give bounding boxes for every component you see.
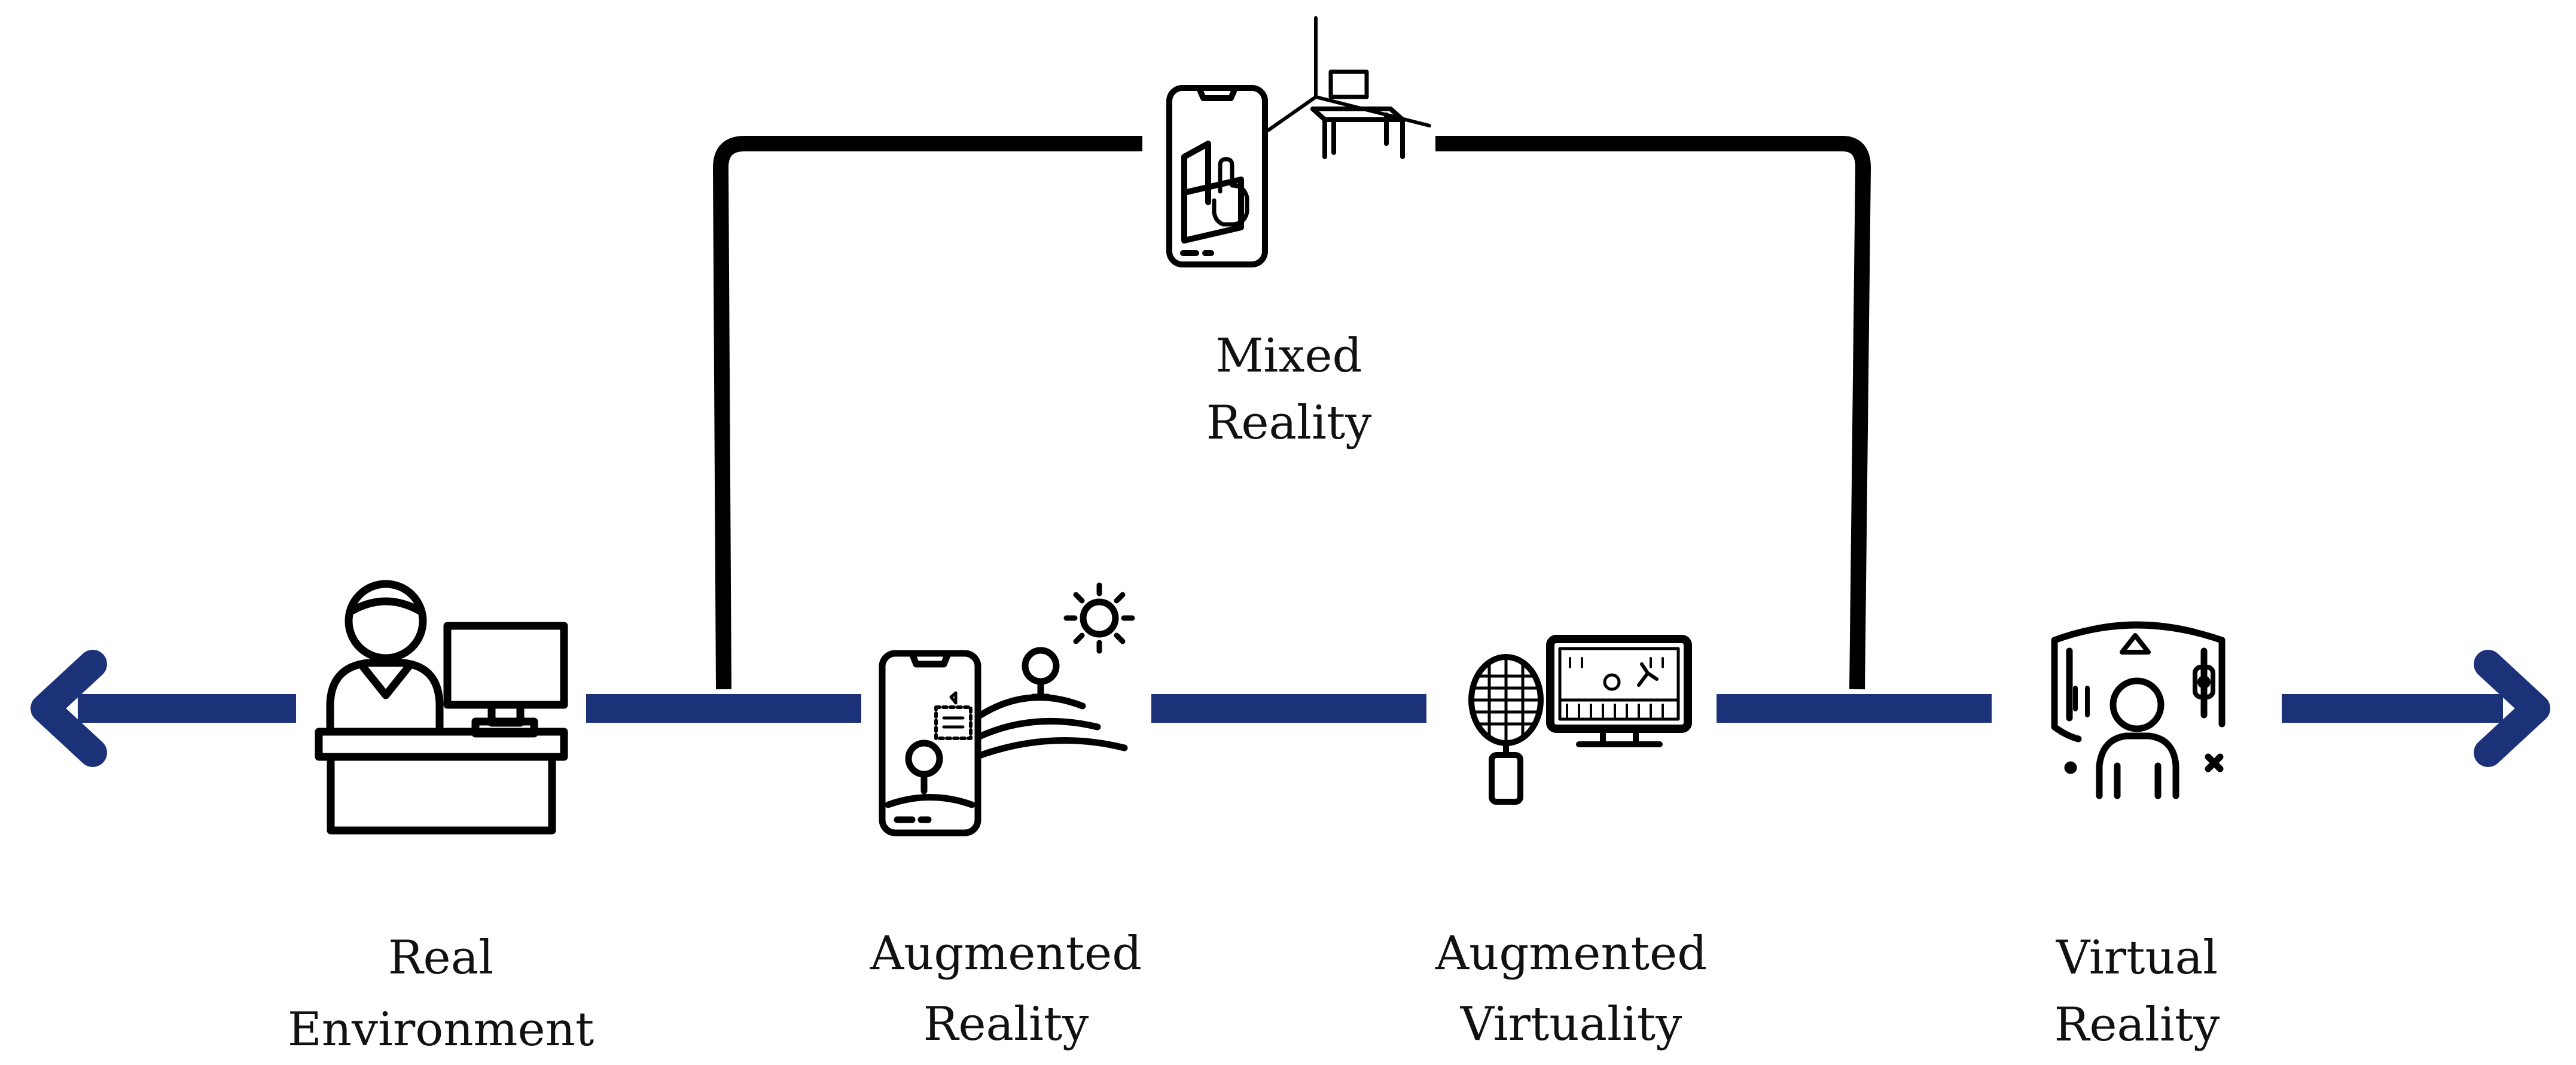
axis-segment-4	[1717, 694, 1992, 723]
real-environment-label: Real Environment	[288, 935, 594, 1053]
axis-segment-1	[78, 694, 296, 723]
mixed-reality-line1: Mixed	[1215, 329, 1362, 383]
real-environment-line1: Real	[388, 931, 494, 985]
mixed-reality-label: Mixed Reality	[1206, 333, 1372, 446]
racket-monitor-icon	[1468, 635, 1692, 805]
augmented-virtuality-label: Augmented Virtuality	[1435, 930, 1707, 1048]
virtual-reality-label: Virtual Reality	[2054, 935, 2220, 1048]
arrow-right-icon	[2474, 650, 2550, 767]
mixed-reality-bracket	[713, 136, 1871, 690]
augmented-virtuality-line1: Augmented	[1435, 927, 1708, 981]
axis-segment-3	[1151, 694, 1426, 723]
continuum-axis	[31, 650, 2550, 767]
mixed-reality-line2: Reality	[1206, 396, 1372, 450]
virtual-reality-line2: Reality	[2054, 998, 2220, 1052]
virtual-reality-line1: Virtual	[2056, 931, 2218, 985]
person-at-desk-icon	[315, 580, 568, 835]
augmented-reality-line1: Augmented	[870, 927, 1142, 981]
real-environment-line2: Environment	[287, 1003, 595, 1057]
vr-immersive-user-icon	[2051, 621, 2226, 799]
axis-segment-2	[586, 694, 861, 723]
arrow-left-icon	[31, 650, 107, 767]
phone-landscape-sun-icon	[879, 582, 1135, 836]
phone-room-table-icon	[1166, 16, 1431, 267]
augmented-virtuality-line2: Virtuality	[1460, 997, 1682, 1051]
augmented-reality-label: Augmented Reality	[870, 930, 1142, 1048]
augmented-reality-line2: Reality	[923, 997, 1089, 1051]
axis-segment-5	[2282, 694, 2503, 723]
